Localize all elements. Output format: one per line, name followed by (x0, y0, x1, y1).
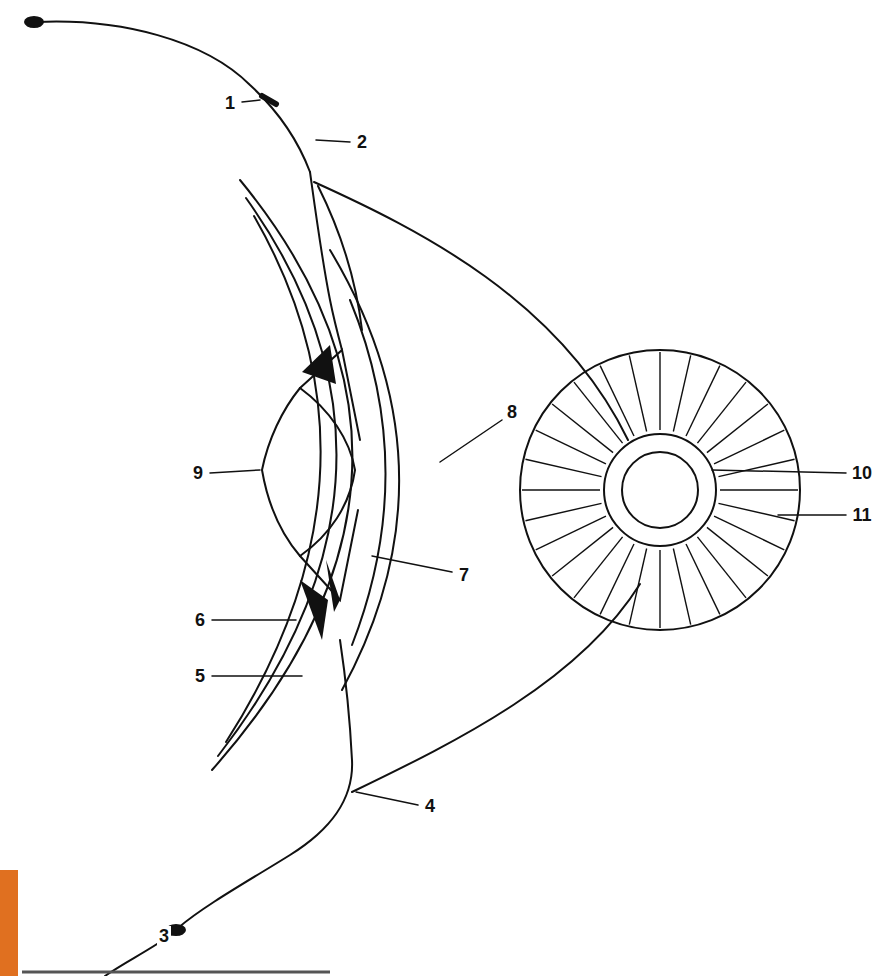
globe-arc (218, 198, 336, 756)
callout-number: 9 (191, 463, 205, 483)
iris-fibre (525, 503, 601, 520)
lens (300, 388, 355, 556)
ciliary-mark (300, 580, 328, 640)
callout-number: 3 (157, 926, 171, 946)
callout-number: 4 (423, 796, 437, 816)
ciliary-mark (302, 345, 336, 384)
iris-fibre (707, 527, 768, 576)
iris-fibre (686, 366, 720, 436)
skin-profile (36, 22, 310, 172)
leader-line (212, 675, 302, 677)
iris-fibre (525, 459, 601, 476)
leader-line (212, 619, 296, 621)
iris-fibre (629, 355, 646, 431)
iris-fibre (552, 527, 613, 576)
ciliary-mark (326, 560, 340, 612)
iris-fibre (718, 459, 794, 476)
callout-number: 7 (457, 565, 471, 585)
iris-fibre (536, 516, 606, 550)
leader-line (242, 100, 260, 102)
iris-fibre (522, 489, 600, 490)
bottom-rule (22, 971, 330, 974)
iris-fibre (686, 544, 720, 614)
globe-arc (330, 250, 399, 690)
iris-fibre (536, 430, 606, 464)
leader-line (356, 792, 418, 805)
corner-bar (0, 870, 18, 976)
callout-number: 1 (223, 93, 237, 113)
leader-line (210, 470, 260, 473)
iris-fibre (707, 404, 768, 453)
leader-line (712, 470, 846, 473)
iris-fibre (574, 537, 623, 598)
callout-number: 8 (505, 402, 519, 422)
leader-line (440, 420, 502, 462)
iris-fibre (600, 366, 634, 436)
iris-fibre (552, 404, 613, 453)
iris-fibre (673, 355, 690, 431)
iris-outer (520, 350, 800, 630)
iris-fibre (718, 503, 794, 520)
lash-mark (262, 96, 276, 104)
iris-fibres (522, 352, 798, 628)
iris-fibre (720, 489, 798, 490)
callout-number: 10 (850, 463, 874, 483)
iris-fibre (697, 382, 746, 443)
leader-line (372, 556, 452, 572)
callout-number: 2 (355, 132, 369, 152)
skin-mark (25, 17, 43, 27)
iris-fibre (600, 544, 634, 614)
iris-fibre (629, 548, 646, 624)
upper-eyelid-inner (318, 186, 362, 330)
iris-fibre (714, 430, 784, 464)
iris-fibre (714, 516, 784, 550)
iris-fibre (659, 550, 660, 628)
projection-line (314, 182, 628, 440)
iris-fibre (673, 548, 690, 624)
callout-number: 5 (193, 666, 207, 686)
leader-line (778, 514, 846, 516)
iris-inner (604, 434, 716, 546)
iris-fibre (697, 537, 746, 598)
callout-number: 11 (850, 505, 873, 525)
leader-line (316, 140, 350, 142)
iris-fibre (659, 352, 660, 430)
lower-eyelid (178, 640, 352, 928)
globe-arc (226, 216, 321, 742)
pupil (622, 452, 698, 528)
lens (262, 388, 300, 556)
iris-fibre (574, 382, 623, 443)
callout-number: 6 (193, 610, 207, 630)
globe-arc (212, 180, 352, 770)
